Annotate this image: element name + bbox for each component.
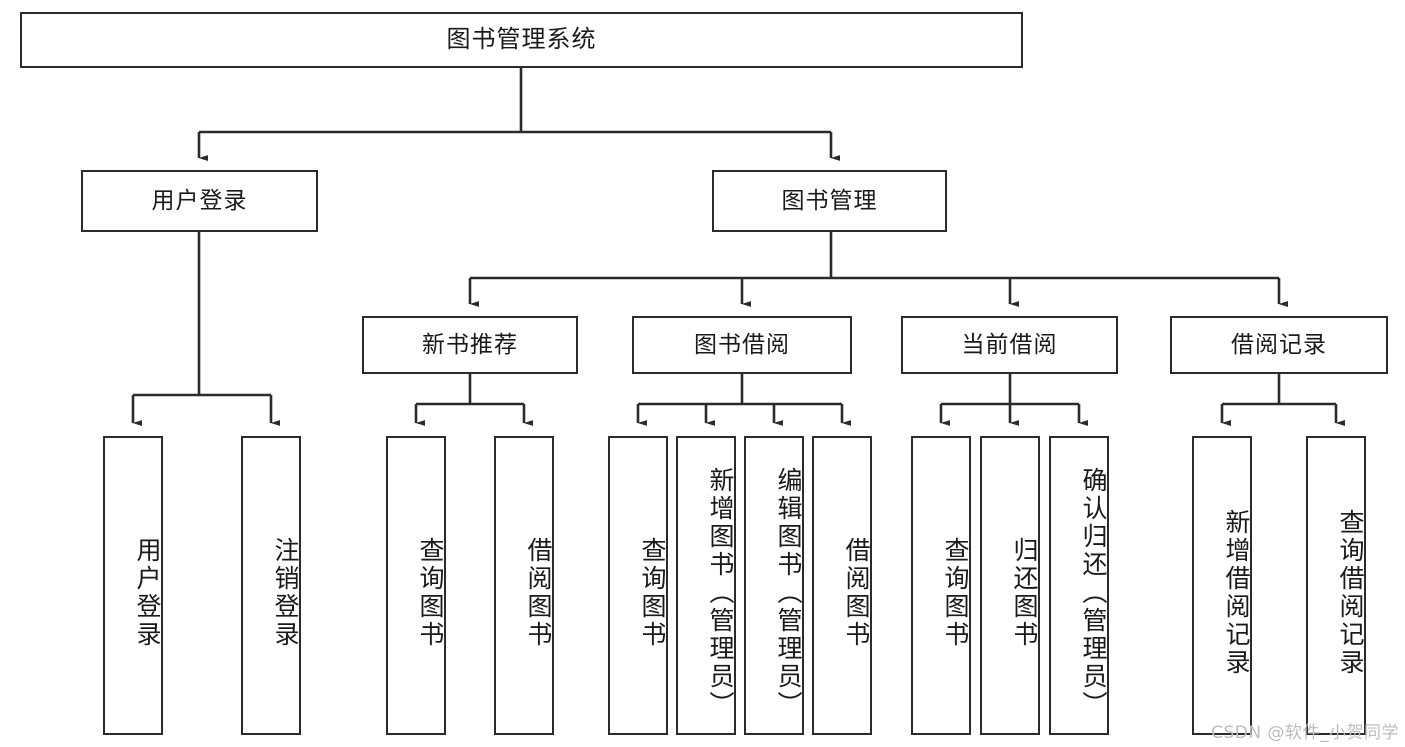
node-borrow-record[interactable]: 借阅记录 <box>1170 316 1388 374</box>
node-label: 用户登录 <box>133 536 162 649</box>
watermark-text: CSDN @软件_小贺同学 <box>1211 723 1399 743</box>
node-label: 新书推荐 <box>422 331 518 358</box>
node-label: 确认归还（管理员） <box>1079 466 1108 719</box>
node-label: 新增借阅记录 <box>1222 508 1251 677</box>
node-label: 图书管理系统 <box>446 25 597 54</box>
node-label: 图书借阅 <box>694 331 790 358</box>
leaf-user-login-login[interactable]: 用户登录 <box>103 436 163 735</box>
node-new-book-recommend[interactable]: 新书推荐 <box>362 316 578 374</box>
node-label: 归还图书 <box>1010 536 1039 649</box>
leaf-record-add-record[interactable]: 新增借阅记录 <box>1192 436 1252 735</box>
node-label: 查询图书 <box>416 536 445 649</box>
node-book-borrow[interactable]: 图书借阅 <box>632 316 852 374</box>
leaf-user-login-logout[interactable]: 注销登录 <box>241 436 301 735</box>
node-label: 新增图书（管理员） <box>706 466 735 719</box>
leaf-borrow-query-book[interactable]: 查询图书 <box>608 436 668 735</box>
node-label: 查询图书 <box>638 536 667 649</box>
leaf-current-return-book[interactable]: 归还图书 <box>980 436 1040 735</box>
leaf-borrow-add-book-admin[interactable]: 新增图书（管理员） <box>676 436 736 735</box>
node-label: 借阅记录 <box>1231 331 1327 358</box>
node-root-system[interactable]: 图书管理系统 <box>20 12 1023 68</box>
leaf-borrow-edit-book-admin[interactable]: 编辑图书（管理员） <box>744 436 804 735</box>
node-label: 用户登录 <box>151 187 248 214</box>
node-label: 借阅图书 <box>842 536 871 649</box>
leaf-current-query-book[interactable]: 查询图书 <box>911 436 971 735</box>
node-label: 图书管理 <box>781 187 878 214</box>
node-label: 借阅图书 <box>524 536 553 649</box>
leaf-recommend-query-book[interactable]: 查询图书 <box>386 436 446 735</box>
node-label: 查询图书 <box>941 536 970 649</box>
node-user-login[interactable]: 用户登录 <box>81 170 318 232</box>
node-label: 当前借阅 <box>961 331 1058 358</box>
leaf-record-query-record[interactable]: 查询借阅记录 <box>1306 436 1366 735</box>
node-label: 查询借阅记录 <box>1336 508 1365 677</box>
leaf-recommend-borrow-book[interactable]: 借阅图书 <box>494 436 554 735</box>
node-label: 注销登录 <box>271 536 300 649</box>
leaf-borrow-borrow-book[interactable]: 借阅图书 <box>812 436 872 735</box>
leaf-current-confirm-return-admin[interactable]: 确认归还（管理员） <box>1049 436 1109 735</box>
node-book-management[interactable]: 图书管理 <box>712 170 947 232</box>
node-current-borrow[interactable]: 当前借阅 <box>901 316 1118 374</box>
node-label: 编辑图书（管理员） <box>774 466 803 719</box>
